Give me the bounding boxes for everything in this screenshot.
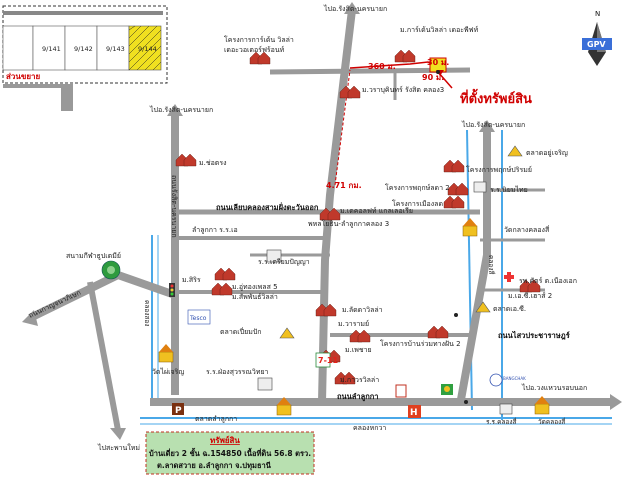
road-label-top: ไปอ.รังสิต-นครนายก <box>323 4 387 13</box>
compass-north: N <box>595 10 600 18</box>
distance-30: 30 ม. <box>427 58 449 67</box>
inset-legend: ส่วนขยาย <box>6 72 40 81</box>
canal-label-bottom: คลองหกวา <box>353 424 386 432</box>
label-market-pinpak: ตลาดเปี่ยมปัก <box>220 327 262 336</box>
info-box-title: ทรัพย์สิน <box>210 435 240 445</box>
traffic-light-icon <box>169 283 175 297</box>
road-label-right: ไปอ.รังสิต-นครนายก <box>461 120 525 129</box>
label-market-lamlukka: ตลาดลำลูกกา <box>195 415 237 423</box>
tesco-label: Tesco <box>189 315 207 322</box>
road-label-thanyaburi: ถนนรังสิต-นครนายก <box>170 175 178 238</box>
road-label-wongwaen: ไปอ.วงแหวนรอบนอก <box>521 383 587 392</box>
label-school-thai: ร.ร.นิยมไทย <box>490 185 528 194</box>
label-proj-pruksa2: โครงการพฤกษ์ลดา 2 <box>385 183 450 192</box>
label-garden-villa2: ม.การ์เด้นวิลล่า เดอะพีฟท์ <box>400 26 479 34</box>
label-wat-klong4: วัดกลางคลองสี่ <box>504 225 550 234</box>
label-lat-villa: ม.ลัดดาวิลล่า <box>342 306 383 314</box>
property-info-box: ทรัพย์สิน บ้านเดี่ยว 2 ชั้น ฉ.154850 เนื… <box>145 431 315 475</box>
road-arrows <box>22 2 622 440</box>
school-icon <box>473 181 487 193</box>
school-icon <box>257 377 273 391</box>
petrol-label: BANGCHAK <box>503 376 526 381</box>
label-proj-prirom: โครงการพฤกษ์ปริรมย์ <box>466 165 532 174</box>
distance-471: 4.71 กม. <box>326 181 362 190</box>
label-planner: พหลโยธิน-ลำลูกกาคลอง 3 <box>308 219 389 228</box>
target-label: ที่ตั้งทรัพย์สิน <box>460 88 532 107</box>
temple-icon <box>462 218 478 237</box>
road-label-lamlukka-rd: ลำลูกกา ร.ร.เอ <box>192 226 238 234</box>
house-icons <box>175 49 541 385</box>
label-garden-villa: โครงการการ์เด้น วิลล่า <box>224 35 294 44</box>
distance-90: 90 ม. <box>422 73 444 82</box>
label-proj-muang: โครงการเมืองลด <box>392 199 443 208</box>
road-label-canal3: ถนนเลียบคลองสามฝั่งตะวันออก <box>216 201 319 212</box>
temple-icon <box>158 344 174 363</box>
label-sappan: ม.สัพพันธ์วิลล่า <box>232 293 278 301</box>
tesco-icon: Tesco <box>187 309 211 325</box>
seven-label: 7-11 <box>318 356 338 365</box>
canal-label-left: คลองสอง <box>143 300 151 326</box>
seven-eleven-icon: 7-11 <box>315 352 338 368</box>
label-stadium: สนามกีฬาธูปเตมีย์ <box>66 252 121 260</box>
parking-icon: P <box>172 403 184 416</box>
label-school-rongrien: ร.ร.เตรียมปัญญา <box>258 258 310 266</box>
parking-label: P <box>175 406 182 416</box>
plot-label: 9/141 <box>42 45 61 53</box>
temple-icon <box>534 396 550 415</box>
compass-label: GPV <box>587 40 606 49</box>
label-hospital: รพ.ศัตร์ ต.เนืองเอก <box>519 277 577 285</box>
label-deco: ม.เดคอลฟท์ แกลเลอเรีย <box>340 207 413 215</box>
market-icon <box>507 145 523 157</box>
label-water-front: เดอะวอเตอร์ฟร้อนท์ <box>224 46 285 54</box>
label-ate-ac: ม.เอ.ซี.เฮาส์ 2 <box>508 292 552 300</box>
label-klong4: ร.ร.คลองสี่ <box>486 417 517 426</box>
school-icon <box>266 249 282 263</box>
label-vararom: ม.วารามย์ <box>338 320 369 328</box>
market-icon <box>279 327 295 339</box>
canal-label-right: คลองสี่ <box>487 255 496 274</box>
compass: N GPV <box>582 10 612 66</box>
label-uthong: ม.อู่ทองเพลส 5 <box>232 283 278 291</box>
label-wat-klong-si: วัดคลองสี่ <box>538 417 565 426</box>
label-school-noen: ร.ร.ฝ่องสุวรรณวิทยา <box>206 368 269 376</box>
info-box-line2: ต.ลาดสวาย อ.ลำลูกกา จ.ปทุมธานี <box>157 461 272 471</box>
road-label-kanchanaphisek: ถนนกาญจนาภิเษก <box>27 289 82 320</box>
market-icon <box>475 301 491 313</box>
plot-label-highlighted: 9/144 <box>138 45 157 53</box>
label-baan-ruam: โครงการบ้านร่วมทางฝัน 2 <box>380 339 461 348</box>
road-label-prachasamakkhi: ถนนไสวประชาราษฎร์ <box>498 330 571 340</box>
road-label-saphanmai: ไปสะพานใหม่ <box>97 443 140 452</box>
hotel-icon: H <box>408 405 421 418</box>
bank-icon <box>441 384 453 395</box>
label-chokdee: ม.ช่อตรง <box>199 159 227 167</box>
road-label-left: ไปอ.รังสิต-นครนายก <box>149 105 213 114</box>
temple-icon <box>276 397 292 416</box>
hotel-label: H <box>410 408 418 418</box>
label-varapan: ม.วราบุคินทร์ รังสิต คลอง3 <box>362 86 444 94</box>
location-dot-icons <box>436 70 468 404</box>
building-icon <box>395 384 407 398</box>
distance-360: 360 ม. <box>368 62 396 71</box>
school-icon <box>499 403 513 415</box>
stadium-icon <box>101 260 121 280</box>
info-box-line1: บ้านเดี่ยว 2 ชั้น ฉ.154850 เนื้อที่ดิน 5… <box>149 447 311 458</box>
road-label-lamlukka: ถนนลำลูกกา <box>337 392 379 402</box>
label-market-ec: ตลาดเอ.ซี. <box>493 305 526 313</box>
plot-label: 9/143 <box>106 45 125 53</box>
plot-label: 9/142 <box>74 45 93 53</box>
label-siri: ม.สิริร <box>182 276 201 284</box>
label-phetchai: ม.เพชาย <box>345 346 372 354</box>
label-market-chueng: ตลาดอยู่เจริญ <box>526 149 568 157</box>
label-ketawan: ม.กาวรวิลล่า <box>340 376 379 384</box>
label-watphai: วัดไผ่เจริญ <box>152 367 184 376</box>
inset-plot-diagram: 9/141 9/142 9/143 9/144 ส่วนขยาย <box>2 5 168 111</box>
petrol-icon: BANGCHAK <box>489 373 526 387</box>
hospital-icon <box>504 272 514 282</box>
